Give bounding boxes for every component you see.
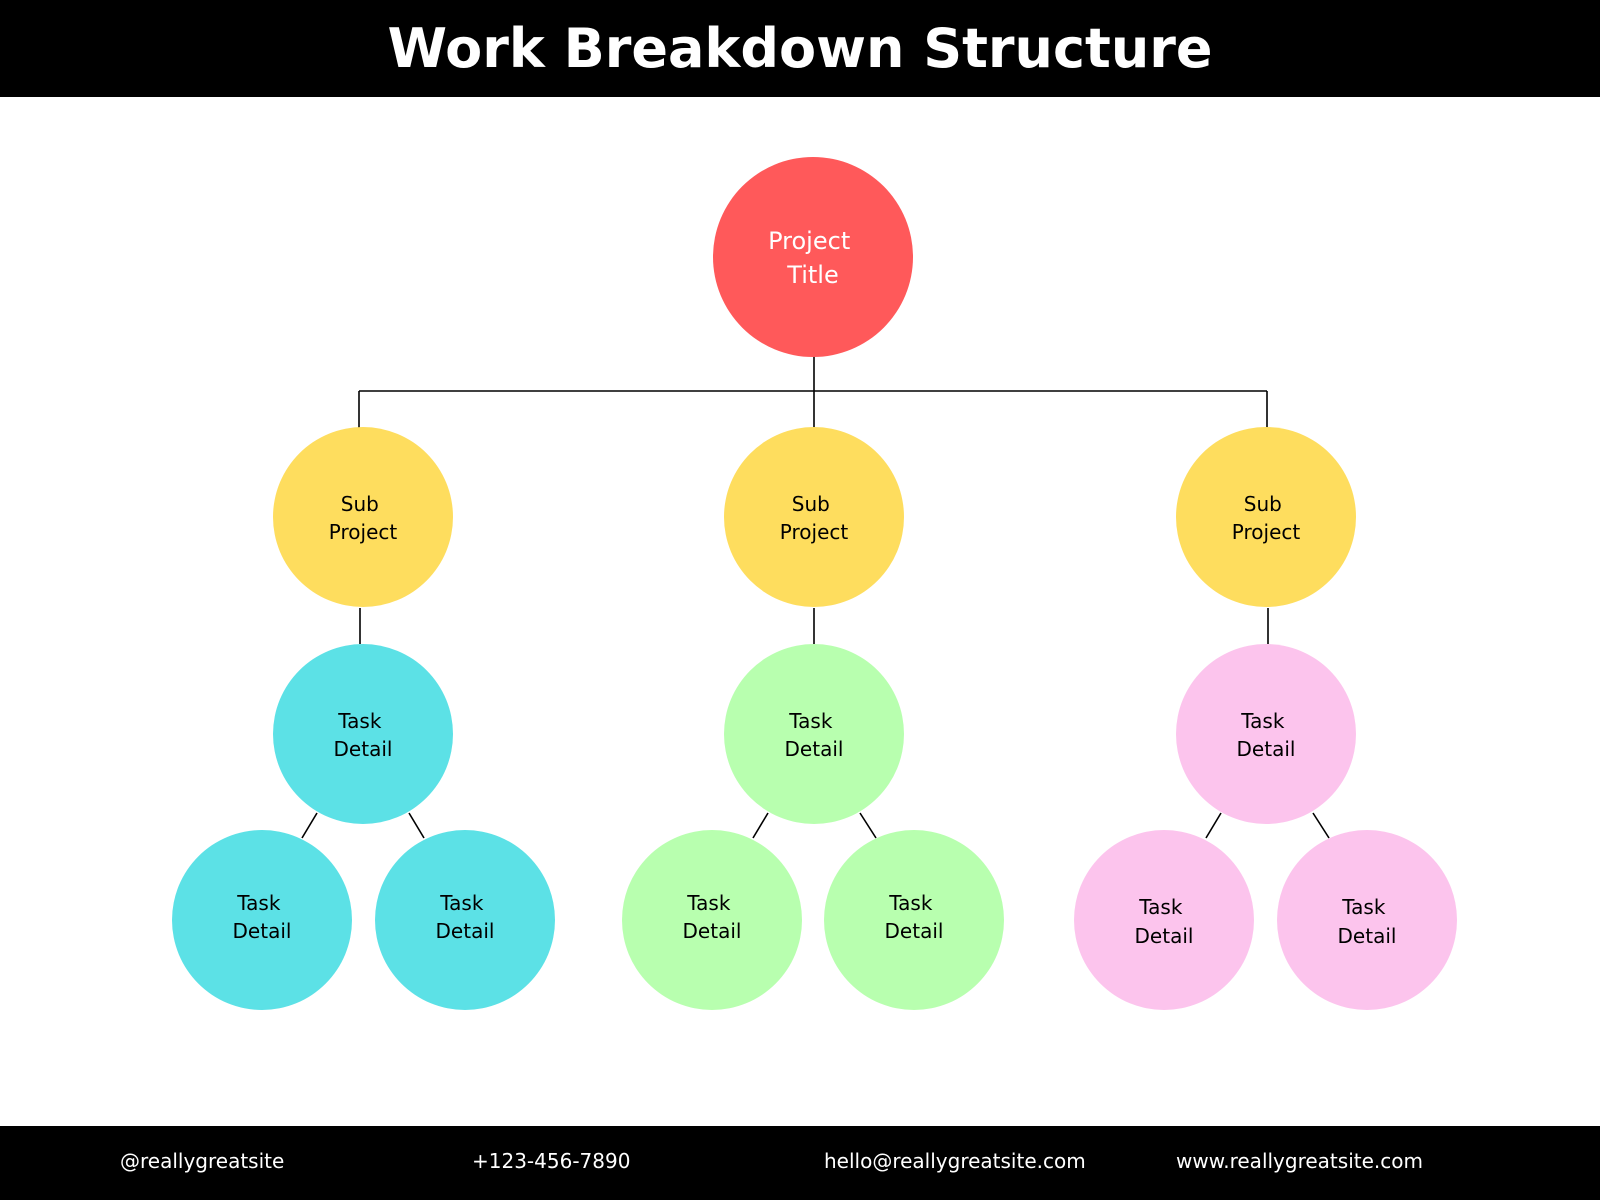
task-2-to-subtask-1: [752, 812, 769, 839]
task-3-label: Task Detail: [1237, 709, 1296, 761]
branch-2: Sub Project Task Detail Task Detail Task…: [622, 427, 1004, 1010]
page-title: Work Breakdown Structure: [387, 17, 1213, 80]
sub-project-3-circle: [1176, 427, 1356, 607]
subtask-1-1-label: Task Detail: [233, 891, 292, 943]
footer-bar: @reallygreatsite +123-456-7890 hello@rea…: [0, 1126, 1600, 1200]
task-1-label: Task Detail: [334, 709, 393, 761]
subtask-2-1-circle: [622, 830, 802, 1010]
subtask-3-2-circle: [1277, 830, 1457, 1010]
sub-project-2-circle: [724, 427, 904, 607]
sub-project-3-label: Sub Project: [1232, 492, 1301, 544]
task-1-to-subtask-1: [301, 812, 318, 839]
subtask-2-2-circle: [824, 830, 1004, 1010]
branch-3: Sub Project Task Detail Task Detail Task…: [1074, 427, 1457, 1010]
task-3-to-subtask-2: [1312, 812, 1330, 839]
subtask-2-2-label: Task Detail: [885, 891, 944, 943]
connector-lines: [301, 356, 1330, 839]
footer-phone[interactable]: +123-456-7890: [472, 1149, 631, 1173]
task-2-to-subtask-2: [859, 812, 877, 839]
subtask-1-2-label: Task Detail: [436, 891, 495, 943]
title-bar: Work Breakdown Structure: [0, 0, 1600, 97]
subtask-1-1-circle: [172, 830, 352, 1010]
root-circle: [713, 157, 913, 357]
footer-website[interactable]: www.reallygreatsite.com: [1176, 1149, 1423, 1173]
root-node: Project Title: [713, 157, 913, 357]
task-1-to-subtask-2: [408, 812, 425, 839]
footer-email[interactable]: hello@reallygreatsite.com: [824, 1149, 1086, 1173]
branch-1: Sub Project Task Detail Task Detail Task…: [172, 427, 555, 1010]
footer-social-handle[interactable]: @reallygreatsite: [120, 1149, 285, 1173]
subtask-2-1-label: Task Detail: [683, 891, 742, 943]
sub-project-2-label: Sub Project: [780, 492, 849, 544]
subtask-3-1-circle: [1074, 830, 1254, 1010]
task-2-label: Task Detail: [785, 709, 844, 761]
subtask-1-2-circle: [375, 830, 555, 1010]
subtask-3-2-label: Task Detail: [1338, 895, 1397, 948]
task-2-circle: [724, 644, 904, 824]
task-3-circle: [1176, 644, 1356, 824]
task-3-to-subtask-1: [1205, 812, 1222, 839]
subtask-3-1-label: Task Detail: [1135, 895, 1194, 948]
task-1-circle: [273, 644, 453, 824]
root-label: Project Title: [768, 227, 858, 289]
sub-project-1-label: Sub Project: [329, 492, 398, 544]
sub-project-1-circle: [273, 427, 453, 607]
